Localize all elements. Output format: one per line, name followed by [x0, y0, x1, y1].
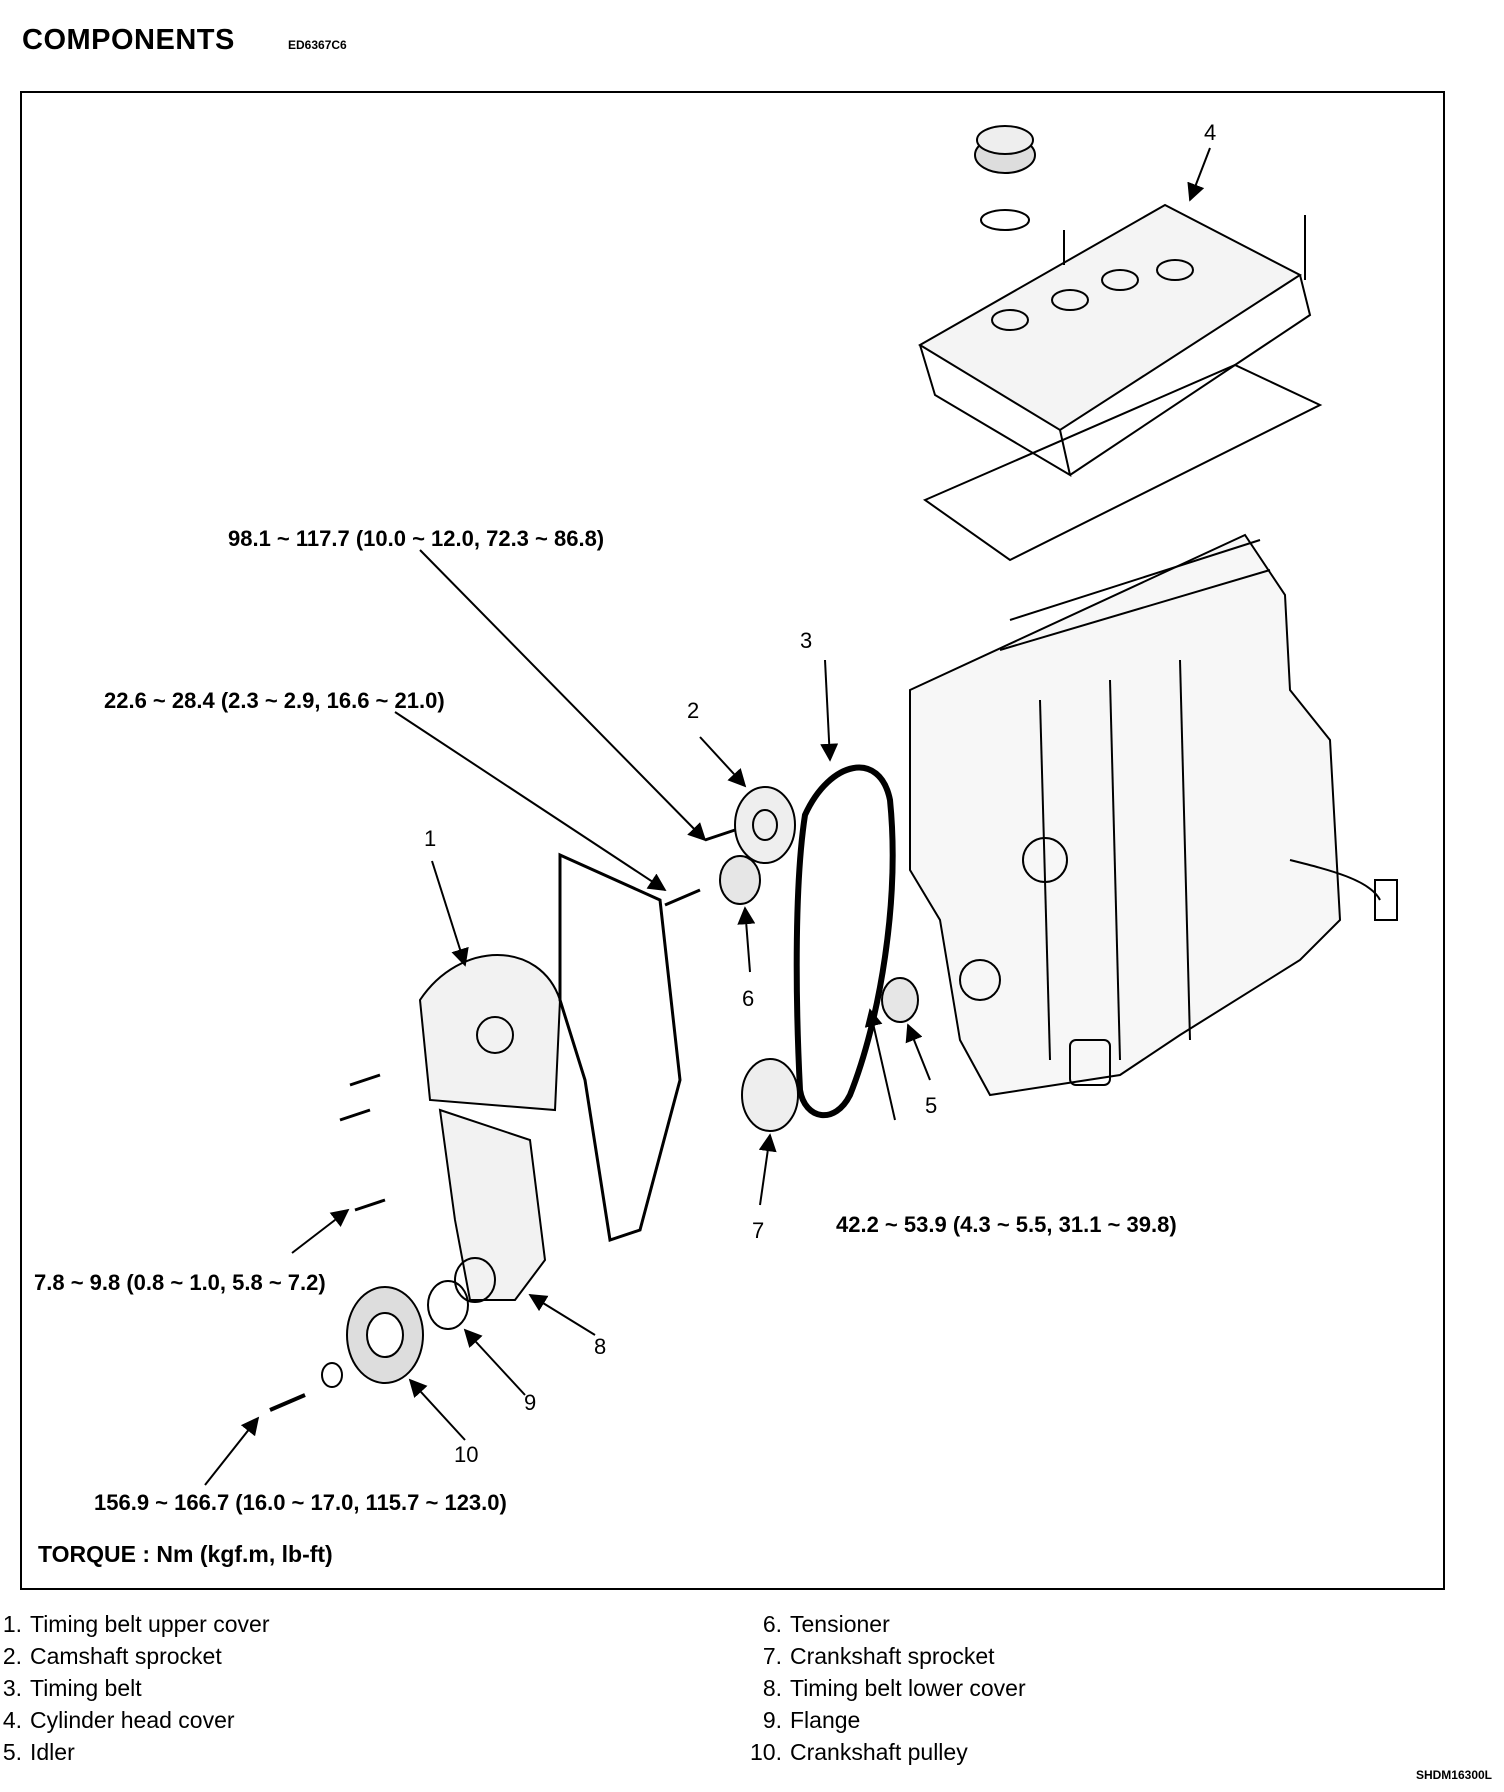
callout-10: 10: [454, 1442, 479, 1467]
legend-item: 5.Idler: [2, 1739, 75, 1765]
cylinder-head-cover-part: [918, 125, 1323, 562]
callout-7: 7: [752, 1218, 765, 1243]
torque-spec-tensioner-bolt: 22.6 ~ 28.4 (2.3 ~ 2.9, 16.6 ~ 21.0): [104, 688, 445, 713]
callout-8: 8: [594, 1334, 607, 1359]
engine-block-part: [909, 533, 1398, 1097]
callout-2: 2: [687, 698, 700, 723]
callout-9: 9: [524, 1390, 537, 1415]
camshaft-sprocket-part: [734, 786, 796, 864]
callout-3: 3: [800, 628, 813, 653]
legend-item: 2.Camshaft sprocket: [2, 1643, 222, 1669]
torque-spec-lower-cover-bolt: 7.8 ~ 9.8 (0.8 ~ 1.0, 5.8 ~ 7.2): [34, 1270, 326, 1295]
parts-legend-right: 6.Tensioner 7.Crankshaft sprocket 8.Timi…: [740, 1608, 1026, 1768]
cover-gasket-part: [558, 852, 682, 1242]
legend-item: 8.Timing belt lower cover: [762, 1675, 1026, 1701]
torque-spec-camshaft-bolt: 98.1 ~ 117.7 (10.0 ~ 12.0, 72.3 ~ 86.8): [228, 526, 605, 551]
torque-spec-idler-bolt: 42.2 ~ 53.9 (4.3 ~ 5.5, 31.1 ~ 39.8): [836, 1212, 1177, 1237]
legend-item: 1.Timing belt upper cover: [2, 1611, 270, 1637]
legend-item: 6.Tensioner: [762, 1611, 890, 1637]
legend-item: 7.Crankshaft sprocket: [762, 1643, 995, 1669]
flange-part: [427, 1280, 469, 1330]
callout-5: 5: [925, 1093, 938, 1118]
section-code: ED6367C6: [288, 38, 347, 52]
idler-part: [881, 977, 919, 1023]
parts-legend-left: 1.Timing belt upper cover 2.Camshaft spr…: [0, 1608, 270, 1768]
callout-4: 4: [1204, 120, 1217, 145]
callout-1: 1: [424, 826, 437, 851]
page-title: COMPONENTS: [22, 24, 235, 56]
legend-item: 9.Flange: [762, 1707, 861, 1733]
diagram-frame: [20, 91, 1445, 1590]
crankshaft-sprocket-part: [741, 1058, 799, 1132]
upper-cover-part: [418, 954, 562, 1112]
callout-6: 6: [742, 986, 755, 1011]
legend-item: 3.Timing belt: [2, 1675, 142, 1701]
legend-item: 4.Cylinder head cover: [2, 1707, 235, 1733]
tensioner-part: [719, 855, 761, 905]
torque-spec-crankshaft-pulley-bolt: 156.9 ~ 166.7 (16.0 ~ 17.0, 115.7 ~ 123.…: [94, 1490, 507, 1515]
lower-cover-part: [438, 1108, 547, 1301]
timing-belt-part: [793, 764, 896, 1118]
figure-code: SHDM16300L: [1415, 1768, 1492, 1782]
torque-unit-note: TORQUE : Nm (kgf.m, lb-ft): [38, 1541, 333, 1567]
legend-item: 10.Crankshaft pulley: [750, 1739, 968, 1765]
